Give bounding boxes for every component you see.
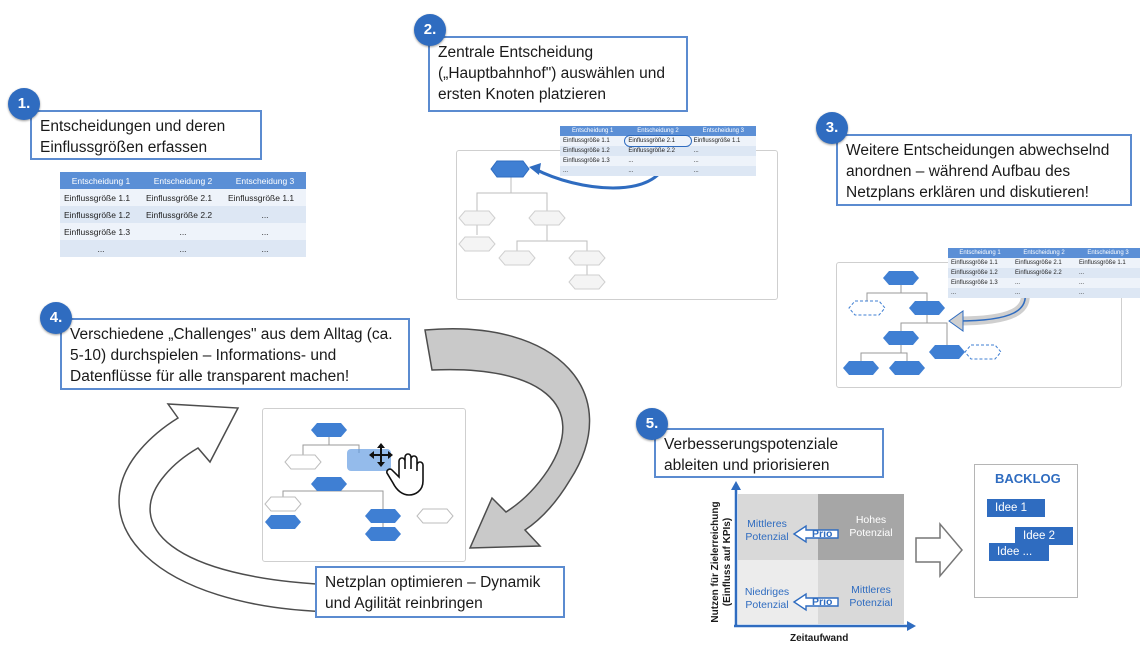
matrix-top-right: Hohes Potenzial [849, 514, 893, 539]
prio-arrow-top [792, 524, 839, 544]
table-cell: ... [1012, 288, 1076, 298]
table-cell: ... [625, 156, 691, 166]
matrix-bottom-left: Niedriges Potenzial [744, 586, 790, 611]
step-5-badge: 5. [636, 408, 668, 440]
backlog-arrow [915, 521, 963, 579]
table-cell: Einflussgröße 1.3 [948, 278, 1012, 288]
table-header: Entscheidung 1 [560, 126, 626, 136]
table-cell: Einflussgröße 1.2 [560, 146, 626, 156]
prio-label-bottom: Prio [812, 596, 833, 608]
table-cell: ... [1076, 288, 1140, 298]
step-4-text: Verschiedene „Challenges" aus dem Alltag… [70, 326, 393, 385]
table-cell: ... [224, 223, 306, 240]
decision-table: Entscheidung 1 Entscheidung 2 Entscheidu… [60, 172, 306, 257]
table-header: Entscheidung 2 [1012, 248, 1076, 258]
cycle-arrow-left [118, 403, 336, 613]
step-3-box: Weitere Entscheidungen abwechselnd anord… [836, 134, 1132, 206]
prio-label-top: Prio [812, 528, 833, 540]
table-cell: ... [1076, 278, 1140, 288]
cycle-arrow-right [424, 328, 591, 549]
step-1-box: Entscheidungen und deren Einflussgrößen … [30, 110, 262, 160]
table-cell: Einflussgröße 1.3 [60, 223, 142, 240]
table-header: Entscheidung 2 [625, 126, 691, 136]
table-cell: Einflussgröße 2.2 [625, 146, 691, 156]
table-cell: Einflussgröße 1.1 [948, 258, 1012, 268]
table-header: Entscheidung 3 [690, 126, 756, 136]
step-2-badge: 2. [414, 14, 446, 46]
table-cell: Einflussgröße 1.2 [60, 206, 142, 223]
step-4-netplan-graph [264, 423, 454, 541]
hand-icon [386, 453, 424, 496]
step-1-text: Entscheidungen und deren Einflussgrößen … [40, 118, 226, 156]
matrix-bottom-right: Mittleres Potenzial [849, 584, 893, 609]
table-cell: ... [625, 166, 691, 176]
step-4-badge: 4. [40, 302, 72, 334]
backlog-item: Idee 1 [987, 499, 1045, 517]
step-5-box: Verbesserungspotenziale ableiten und pri… [654, 428, 884, 478]
quadrant-top-right [818, 494, 904, 560]
step-2-box: Zentrale Entscheidung („Hauptbahnhof") a… [428, 36, 688, 112]
table-cell: ... [948, 288, 1012, 298]
table-header: Entscheidung 3 [224, 172, 306, 189]
table-cell: ... [1076, 268, 1140, 278]
table-cell: Einflussgröße 1.1 [1076, 258, 1140, 268]
backlog-item: Idee 2 [1015, 527, 1073, 545]
step-3-badge: 3. [816, 112, 848, 144]
backlog-panel: BACKLOG Idee 1 Idee 2 Idee ... [974, 464, 1078, 598]
table-cell: Einflussgröße 2.2 [1012, 268, 1076, 278]
quadrant-bottom-left [738, 560, 818, 624]
table-cell: Einflussgröße 1.2 [948, 268, 1012, 278]
table-cell: Einflussgröße 1.1 [60, 189, 142, 206]
backlog-item: Idee ... [989, 543, 1049, 561]
step-4-netplan-panel [262, 408, 466, 562]
move-icon [373, 447, 389, 463]
table-cell: ... [224, 206, 306, 223]
first-node [490, 160, 530, 178]
table-cell: Einflussgröße 1.1 [560, 136, 626, 146]
priority-matrix [731, 481, 916, 631]
step-3-text: Weitere Entscheidungen abwechselnd anord… [846, 142, 1110, 201]
step-3-netplan-panel [836, 262, 1122, 388]
cycle-note-box: Netzplan optimieren – Dynamik und Agilit… [315, 566, 565, 618]
table-cell: Einflussgröße 1.3 [560, 156, 626, 166]
cycle-note-text: Netzplan optimieren – Dynamik und Agilit… [325, 574, 541, 612]
table-cell: ... [560, 166, 626, 176]
table-cell: Einflussgröße 2.1 [1012, 258, 1076, 268]
table-cell: ... [1012, 278, 1076, 288]
backlog-title: BACKLOG [995, 471, 1061, 486]
table-header: Entscheidung 2 [142, 172, 224, 189]
matrix-x-label: Zeitaufwand [790, 633, 849, 644]
table-cell: ... [142, 223, 224, 240]
step-4-box: Verschiedene „Challenges" aus dem Alltag… [60, 318, 410, 390]
table-cell: ... [690, 166, 756, 176]
matrix-top-left: Mittleres Potenzial [745, 518, 789, 543]
table-cell: Einflussgröße 1.1 [690, 136, 756, 146]
table-cell: ... [60, 240, 142, 257]
matrix-y-label: Nutzen für Zielerreichung (Einfluss auf … [710, 501, 733, 623]
step-1-badge: 1. [8, 88, 40, 120]
step-5-text: Verbesserungspotenziale ableiten und pri… [664, 436, 839, 474]
table-cell: ... [690, 146, 756, 156]
table-header: Entscheidung 1 [948, 248, 1012, 258]
table-cell: ... [142, 240, 224, 257]
step-2-text: Zentrale Entscheidung („Hauptbahnhof") a… [438, 44, 665, 103]
step-3-netplan-graph [843, 271, 1030, 375]
quadrant-bottom-right [818, 560, 904, 624]
table-cell: Einflussgröße 2.1 [624, 135, 692, 147]
table-cell: Einflussgröße 1.1 [224, 189, 306, 206]
table-header: Entscheidung 1 [60, 172, 142, 189]
table-cell: Einflussgröße 2.2 [142, 206, 224, 223]
table-cell: ... [690, 156, 756, 166]
table-cell: Einflussgröße 2.1 [142, 189, 224, 206]
table-header: Entscheidung 3 [1076, 248, 1140, 258]
prio-arrow-bottom [792, 592, 839, 612]
step-2-netplan-graph [458, 158, 669, 290]
table-cell: ... [224, 240, 306, 257]
